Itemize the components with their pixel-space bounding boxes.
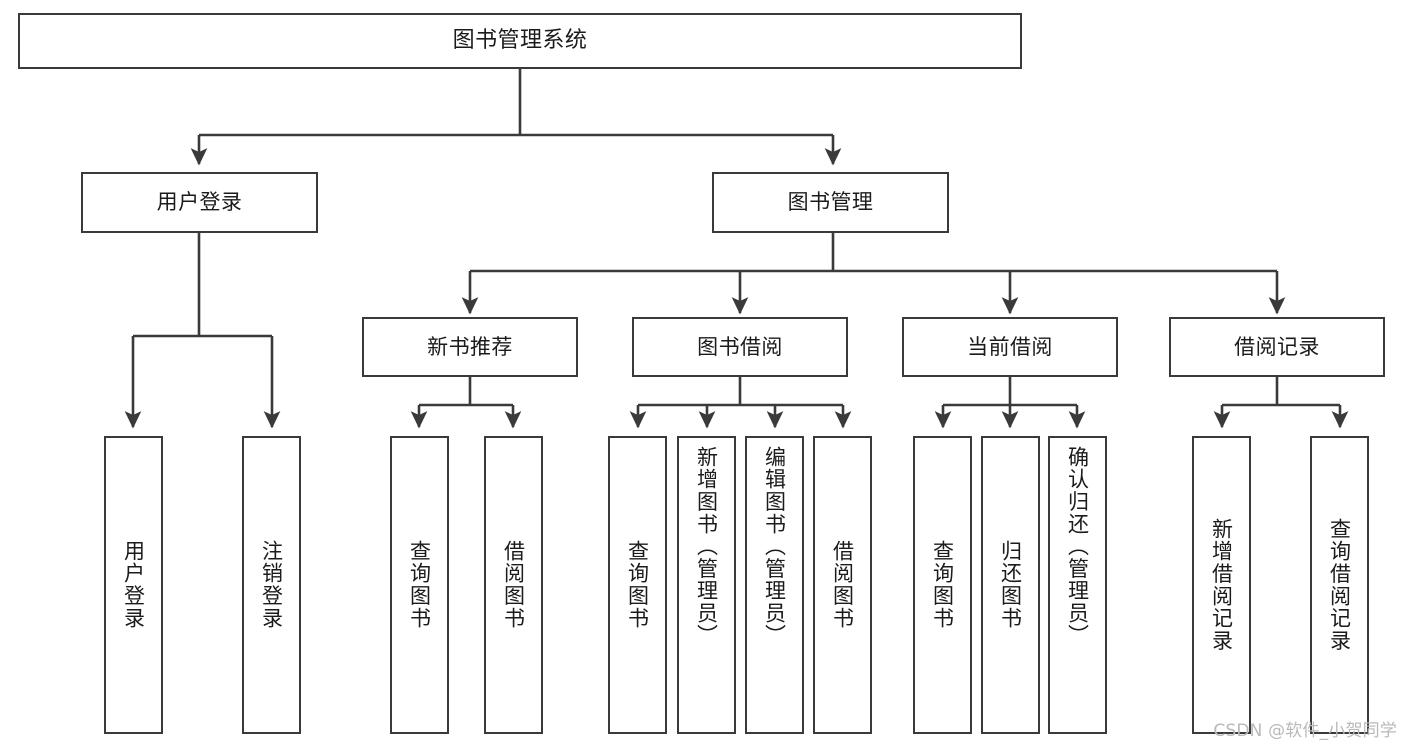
node-label: 编辑图书（管理员） xyxy=(762,446,787,647)
node-label: 查询图书 xyxy=(930,540,955,630)
node-label: 图书管理系统 xyxy=(452,28,588,54)
node-label: 归还图书 xyxy=(998,540,1023,630)
node-label: 新书推荐 xyxy=(427,334,513,359)
node-label: 图书管理 xyxy=(787,190,874,215)
leaf-edit-book-admin[interactable]: 编辑图书（管理员） xyxy=(745,436,804,734)
node-label: 注销登录 xyxy=(259,540,284,630)
node-borrow-record[interactable]: 借阅记录 xyxy=(1169,317,1385,377)
leaf-confirm-return-admin[interactable]: 确认归还（管理员） xyxy=(1048,436,1107,734)
leaf-query-borrow-record[interactable]: 查询借阅记录 xyxy=(1310,436,1369,734)
leaf-add-book-admin[interactable]: 新增图书（管理员） xyxy=(677,436,736,734)
leaf-borrow-book[interactable]: 借阅图书 xyxy=(813,436,872,734)
leaf-return-book[interactable]: 归还图书 xyxy=(981,436,1040,734)
node-user-login[interactable]: 用户登录 xyxy=(81,172,318,233)
node-label: 用户登录 xyxy=(156,190,243,215)
node-label: 借阅图书 xyxy=(830,540,855,630)
node-label: 图书借阅 xyxy=(697,334,783,359)
leaf-add-borrow-record[interactable]: 新增借阅记录 xyxy=(1192,436,1251,734)
node-new-book-recommend[interactable]: 新书推荐 xyxy=(362,317,578,377)
node-label: 查询借阅记录 xyxy=(1327,518,1352,652)
leaf-query-book-borrow[interactable]: 查询图书 xyxy=(608,436,667,734)
node-label: 新增借阅记录 xyxy=(1209,518,1234,652)
node-root-book-management-system[interactable]: 图书管理系统 xyxy=(18,13,1022,69)
leaf-query-book-new[interactable]: 查询图书 xyxy=(390,436,449,734)
node-label: 查询图书 xyxy=(407,540,432,630)
node-label: 用户登录 xyxy=(121,540,146,630)
node-book-management[interactable]: 图书管理 xyxy=(712,172,949,233)
node-label: 确认归还（管理员） xyxy=(1065,446,1090,647)
node-label: 查询图书 xyxy=(625,540,650,630)
leaf-borrow-book-new[interactable]: 借阅图书 xyxy=(484,436,543,734)
leaf-logout-login[interactable]: 注销登录 xyxy=(242,436,301,734)
node-label: 借阅图书 xyxy=(501,540,526,630)
node-current-borrow[interactable]: 当前借阅 xyxy=(902,317,1118,377)
leaf-query-book-current[interactable]: 查询图书 xyxy=(913,436,972,734)
node-book-borrow[interactable]: 图书借阅 xyxy=(632,317,848,377)
node-label: 借阅记录 xyxy=(1234,334,1320,359)
node-label: 当前借阅 xyxy=(967,334,1053,359)
csdn-watermark: CSDN @软件_小贺同学 xyxy=(1213,721,1397,741)
node-label: 新增图书（管理员） xyxy=(694,446,719,647)
leaf-user-login[interactable]: 用户登录 xyxy=(104,436,163,734)
